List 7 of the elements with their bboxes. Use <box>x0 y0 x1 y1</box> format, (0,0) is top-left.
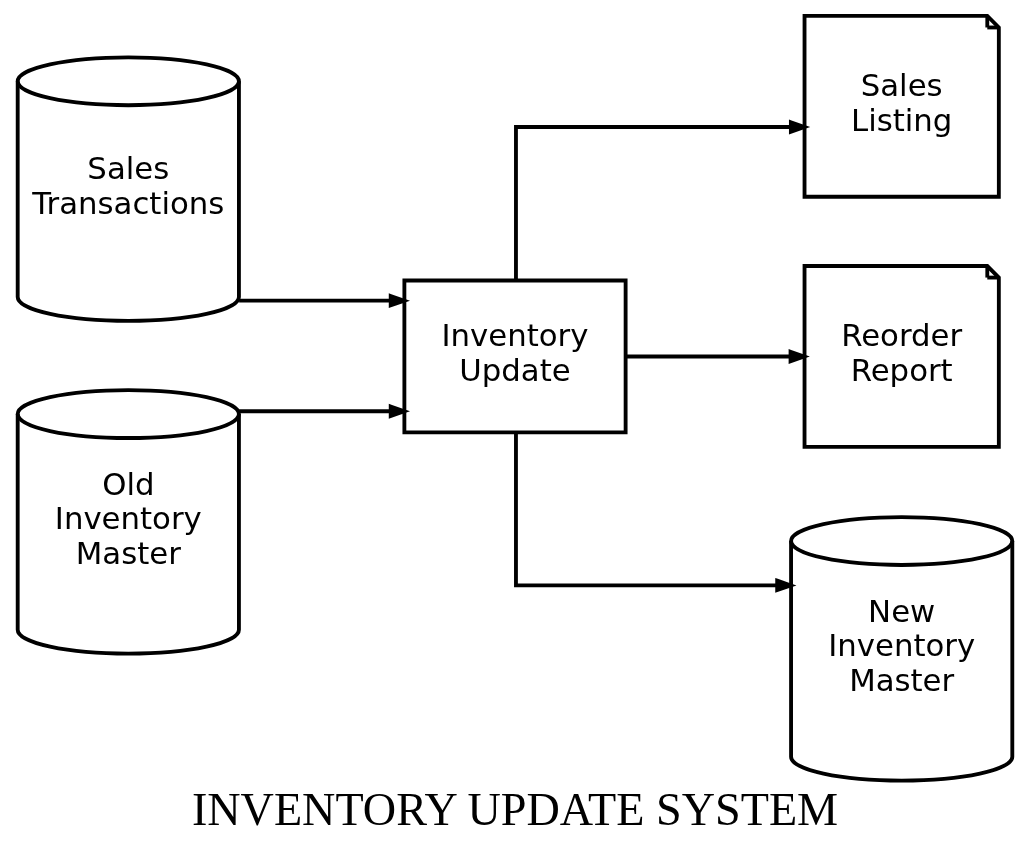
node-box: Inventory Update <box>401 278 628 435</box>
arrow <box>513 119 810 281</box>
arrow <box>625 349 810 364</box>
arrow <box>238 293 410 309</box>
arrow <box>513 432 796 593</box>
caption: INVENTORY UPDATE SYSTEM <box>191 784 838 836</box>
arrow <box>238 403 410 419</box>
